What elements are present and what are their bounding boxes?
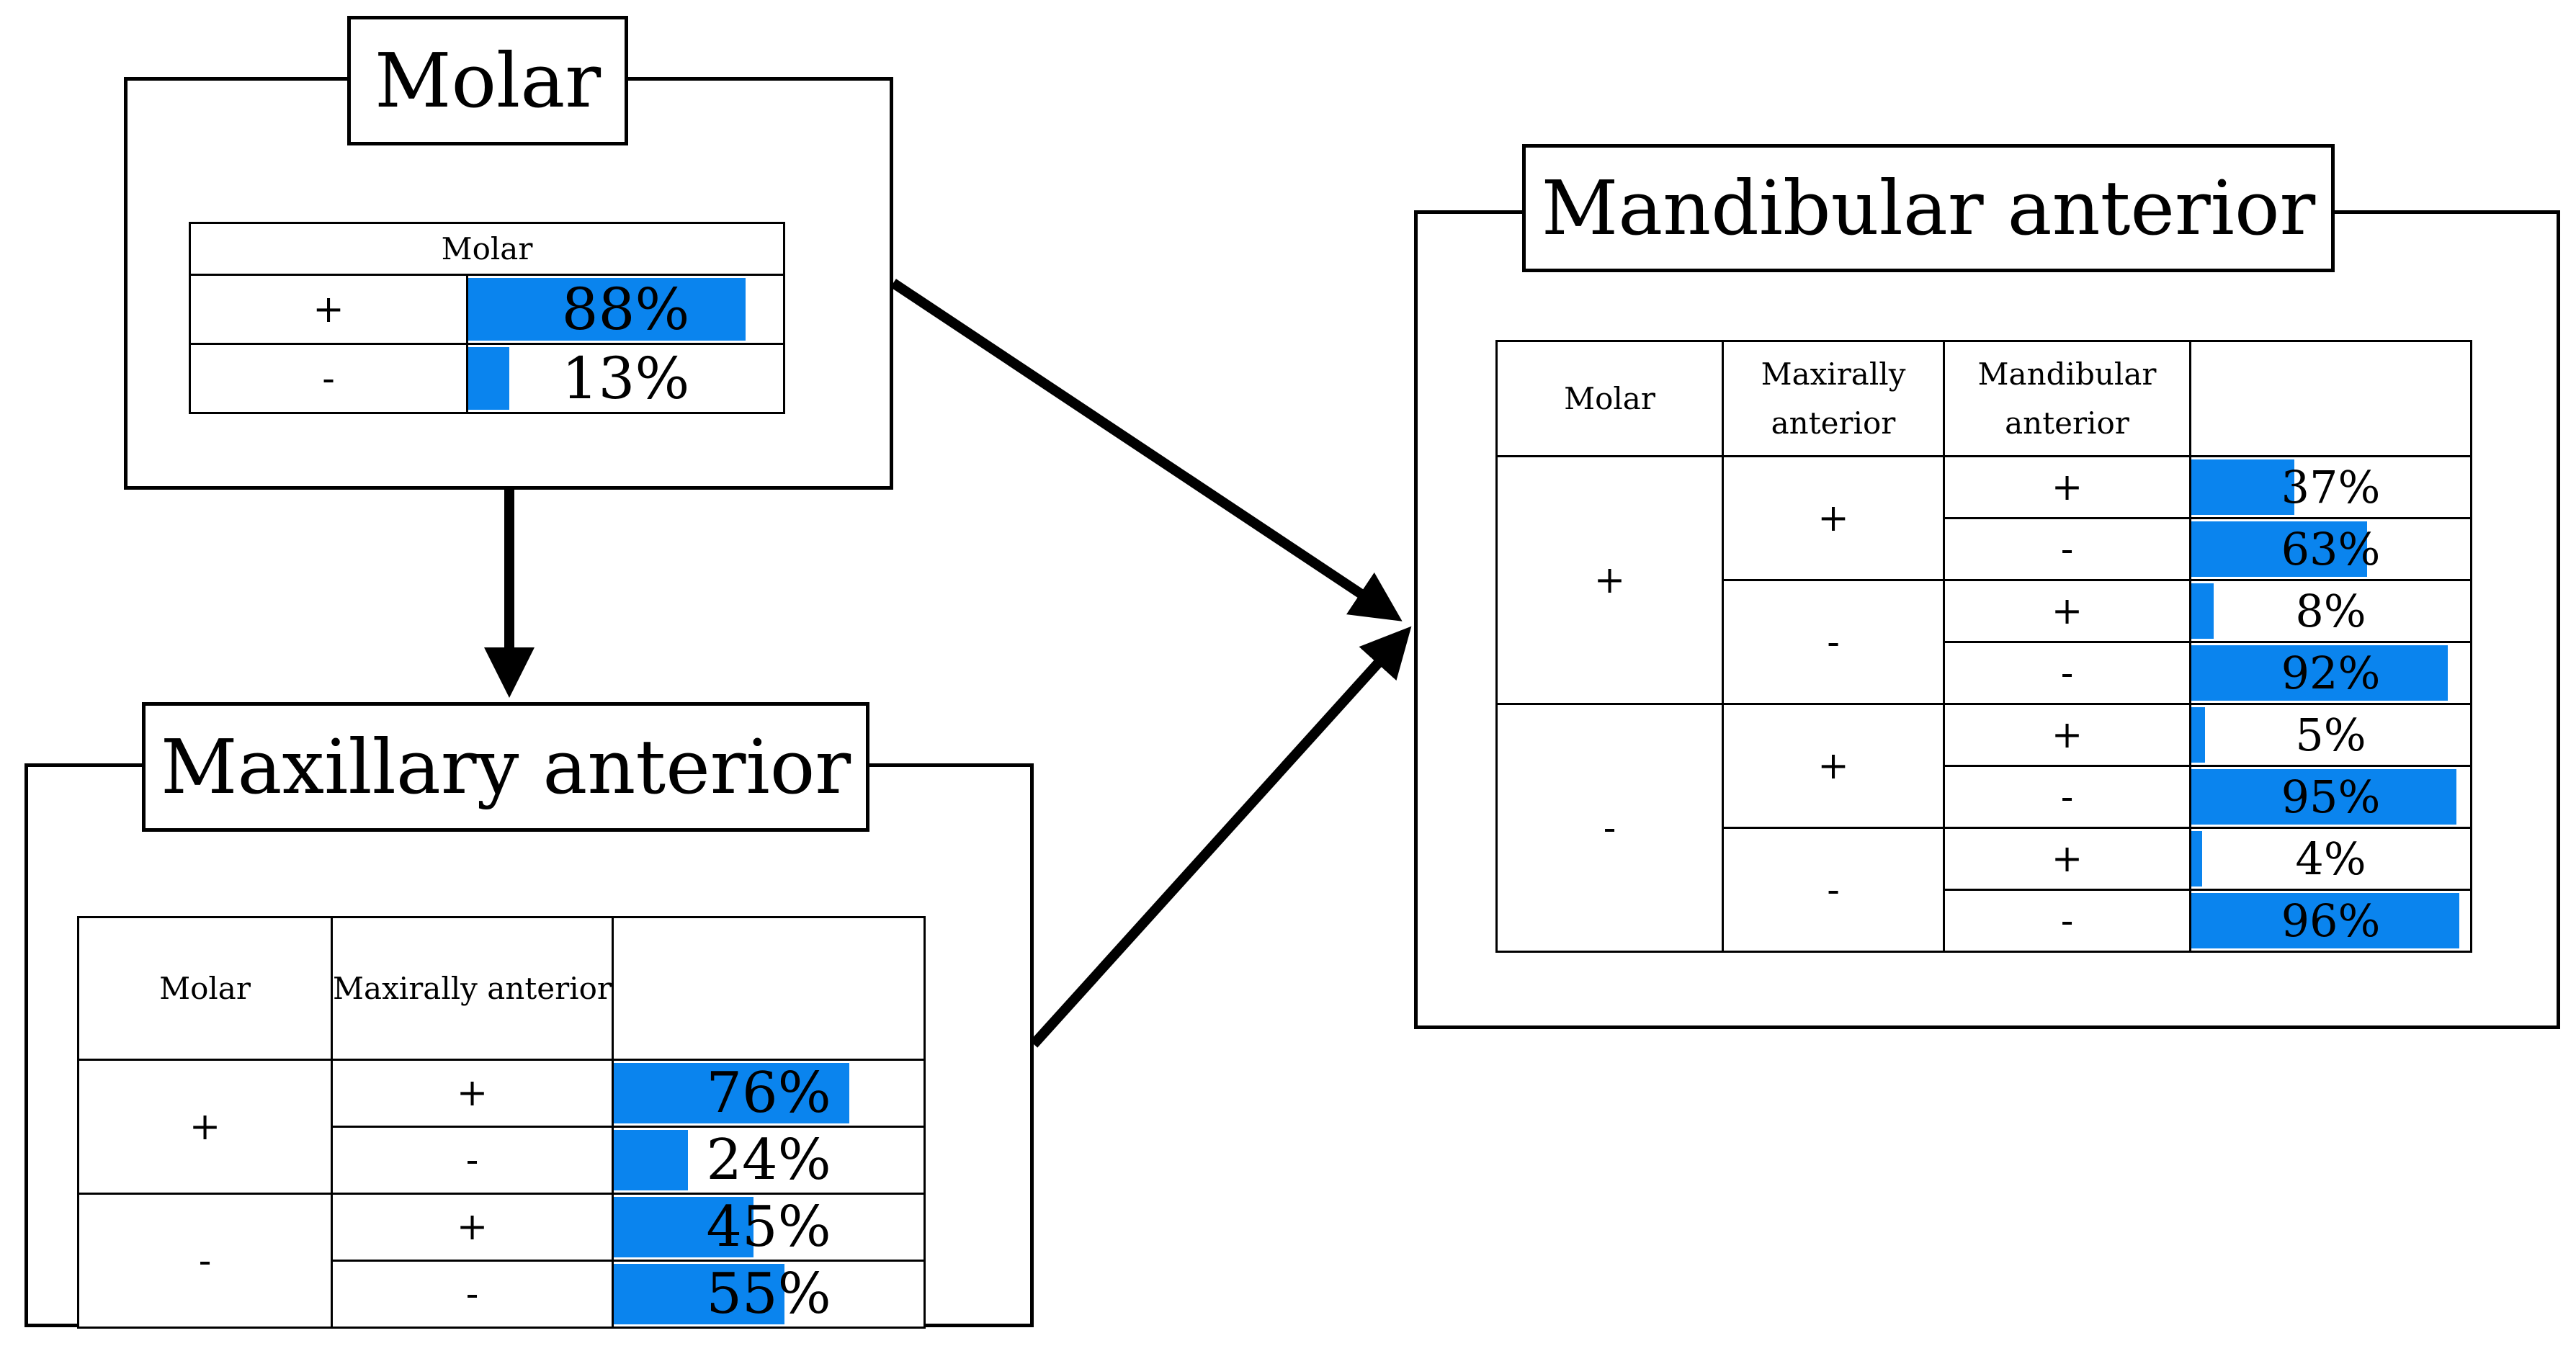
- maxillary-header-maxillary: Maxirally anterior: [331, 916, 614, 1061]
- maxillary-bar-fill: [614, 1197, 753, 1257]
- mandibular-sign-cell: +: [1943, 827, 2191, 891]
- mandibular-maxillary-sign: -: [1722, 827, 1945, 953]
- maxillary-bar-cell: 24%: [612, 1126, 926, 1195]
- mandibular-header-mandibular: Mandibular anterior: [1943, 340, 2191, 457]
- maxillary-percent-label: 24%: [706, 1128, 831, 1193]
- maxillary-sign-cell: -: [331, 1126, 614, 1195]
- mandibular-bar-fill: [2192, 707, 2206, 763]
- molar-sign-cell: +: [189, 274, 468, 345]
- maxillary-molar-sign: +: [77, 1059, 333, 1195]
- mandibular-bar-cell: 8%: [2189, 579, 2472, 643]
- molar-bar-cell: 13%: [466, 343, 785, 414]
- molar-bar-fill: [469, 278, 746, 341]
- maxillary-bar-fill: [614, 1264, 784, 1324]
- maxillary-percent-label: 76%: [706, 1061, 831, 1126]
- mandibular-percent-label: 95%: [2281, 771, 2381, 823]
- mandibular-bar-cell: 63%: [2189, 517, 2472, 581]
- molar-percent-label: 88%: [561, 276, 690, 343]
- mandibular-sign-cell: +: [1943, 579, 2191, 643]
- molar-sign-cell: -: [189, 343, 468, 414]
- mandibular-sign-cell: -: [1943, 889, 2191, 953]
- maxillary-percent-label: 45%: [706, 1195, 831, 1260]
- mandibular-bar-fill: [2192, 521, 2367, 577]
- mandibular-bar-cell: 95%: [2189, 765, 2472, 829]
- mandibular-bar-fill: [2192, 583, 2214, 639]
- mandibular-sign-cell: +: [1943, 703, 2191, 767]
- arrow-molar-to-mandibular: [890, 279, 1403, 621]
- mandibular-title-text: Mandibular anterior: [1541, 164, 2316, 252]
- mandibular-percent-label: 63%: [2281, 523, 2381, 575]
- maxillary-bar-fill: [614, 1063, 849, 1123]
- maxillary-sign-cell: +: [331, 1059, 614, 1128]
- mandibular-bar-cell: 4%: [2189, 827, 2472, 891]
- maxillary-table: Molar Maxirally anterior + + 76% - 24% -…: [77, 916, 926, 1329]
- mandibular-header-maxillary: Maxirally anterior: [1722, 340, 1945, 457]
- mandibular-percent-label: 5%: [2295, 709, 2366, 761]
- maxillary-header-molar: Molar: [77, 916, 333, 1061]
- maxillary-sign-cell: -: [331, 1260, 614, 1329]
- molar-bar-cell: 88%: [466, 274, 785, 345]
- mandibular-bar-fill: [2192, 769, 2456, 825]
- mandibular-header-empty: [2189, 340, 2472, 457]
- molar-percent-label: 13%: [561, 345, 690, 412]
- maxillary-bar-cell: 55%: [612, 1260, 926, 1329]
- mandibular-bar-fill: [2192, 459, 2295, 515]
- molar-table-header: Molar: [189, 222, 785, 276]
- mandibular-maxillary-sign: +: [1722, 703, 1945, 829]
- mandibular-bar-cell: 96%: [2189, 889, 2472, 953]
- molar-title-text: Molar: [374, 37, 601, 125]
- maxillary-title-text: Maxillary anterior: [160, 723, 851, 811]
- mandibular-bar-fill: [2192, 645, 2448, 701]
- mandibular-header-molar: Molar: [1495, 340, 1724, 457]
- mandibular-molar-sign: +: [1495, 455, 1724, 705]
- mandibular-percent-label: 96%: [2281, 894, 2381, 947]
- mandibular-sign-cell: -: [1943, 517, 2191, 581]
- maxillary-percent-label: 55%: [706, 1262, 831, 1327]
- mandibular-percent-label: 8%: [2295, 585, 2366, 637]
- mandibular-sign-cell: -: [1943, 641, 2191, 705]
- mandibular-bar-fill: [2192, 893, 2459, 948]
- maxillary-panel-title: Maxillary anterior: [142, 702, 869, 832]
- maxillary-bar-cell: 45%: [612, 1193, 926, 1262]
- maxillary-bar-cell: 76%: [612, 1059, 926, 1128]
- maxillary-bar-fill: [614, 1130, 689, 1190]
- molar-bar-fill: [469, 347, 509, 410]
- molar-table: Molar + 88% - 13%: [189, 222, 785, 414]
- maxillary-molar-sign: -: [77, 1193, 333, 1329]
- mandibular-maxillary-sign: +: [1722, 455, 1945, 581]
- mandibular-bar-fill: [2192, 831, 2203, 887]
- mandibular-sign-cell: -: [1943, 765, 2191, 829]
- mandibular-panel-title: Mandibular anterior: [1522, 144, 2335, 272]
- mandibular-table: Molar Maxirally anterior Mandibular ante…: [1495, 340, 2472, 953]
- mandibular-maxillary-sign: -: [1722, 579, 1945, 705]
- molar-panel-title: Molar: [347, 16, 628, 145]
- mandibular-bar-cell: 92%: [2189, 641, 2472, 705]
- mandibular-sign-cell: +: [1943, 455, 2191, 519]
- mandibular-percent-label: 92%: [2281, 647, 2381, 699]
- maxillary-header-empty: [612, 916, 926, 1061]
- maxillary-sign-cell: +: [331, 1193, 614, 1262]
- mandibular-percent-label: 37%: [2281, 461, 2381, 513]
- mandibular-bar-cell: 37%: [2189, 455, 2472, 519]
- mandibular-percent-label: 4%: [2295, 832, 2366, 885]
- mandibular-molar-sign: -: [1495, 703, 1724, 953]
- arrow-maxillary-to-mandibular: [1029, 626, 1412, 1048]
- mandibular-bar-cell: 5%: [2189, 703, 2472, 767]
